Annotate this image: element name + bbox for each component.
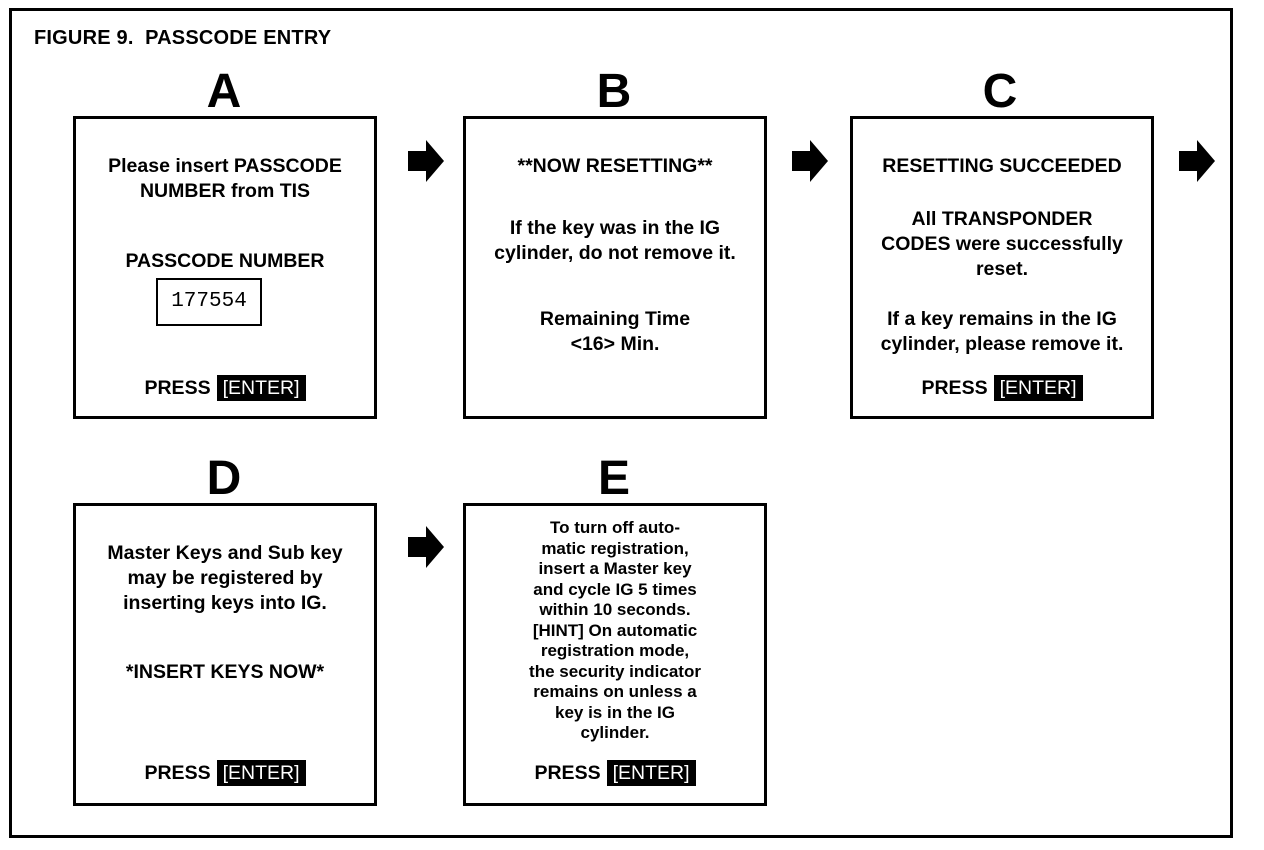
panel-e-line-6: [HINT] On automatic [532,620,698,640]
panel-e-line-8: the security indicator [529,661,701,681]
panel-c-press-label: PRESS [921,377,988,399]
right-arrow-icon [408,526,444,568]
panel-e-instructions: To turn off auto- matic registration, in… [466,518,764,744]
panel-d-letter: D [206,452,242,505]
panel-c-line-1: All TRANSPONDER [911,208,1093,230]
passcode-field: 177554 [156,278,262,326]
panel-b-line-2: cylinder, do not remove it. [494,242,736,264]
panel-c-heading: RESETTING SUCCEEDED [882,155,1122,177]
panel-d-enter-key: [ENTER] [216,760,306,786]
panel-b: **NOW RESETTING** If the key was in the … [463,116,767,419]
panel-d-line-2: may be registered by [127,567,323,589]
panel-c-line-5: cylinder, please remove it. [880,333,1124,355]
panel-e-press-label: PRESS [534,762,601,784]
panel-c-line-3: reset. [975,258,1029,280]
panel-d-press-label: PRESS [144,762,211,784]
panel-e-line-4: and cycle IG 5 times [533,579,697,599]
panel-e-line-11: cylinder. [580,723,650,742]
panel-d-line-1: Master Keys and Sub key [107,542,343,564]
panel-e-line-3: insert a Master key [538,559,692,578]
panel-c-letter: C [982,65,1018,118]
panel-e-line-1: To turn off auto- [550,518,680,537]
panel-a-press-row: PRESS[ENTER] [76,375,374,401]
panel-b-instructions: If the key was in the IG cylinder, do no… [466,216,764,266]
panel-b-line-1: If the key was in the IG [509,217,721,239]
panel-c: RESETTING SUCCEEDED All TRANSPONDER CODE… [850,116,1154,419]
right-arrow-icon [1179,140,1215,182]
panel-c-enter-key: [ENTER] [993,375,1083,401]
panel-d-instructions: Master Keys and Sub key may be registere… [76,541,374,616]
panel-b-remaining-time: Remaining Time <16> Min. [466,307,764,357]
panel-a-enter-key: [ENTER] [216,375,306,401]
right-arrow-icon [408,140,444,182]
panel-b-letter: B [596,65,632,118]
panel-e-line-7: registration mode, [540,641,690,660]
panel-e-enter-key: [ENTER] [606,760,696,786]
remaining-time-label: Remaining Time [539,308,691,330]
panel-c-line-2: CODES were successfully [881,233,1123,255]
panel-e-press-row: PRESS[ENTER] [466,760,764,786]
panel-e-letter: E [597,452,630,505]
panel-a: Please insert PASSCODE NUMBER from TIS P… [73,116,377,419]
right-arrow-icon [792,140,828,182]
figure-frame [9,8,1233,838]
remaining-time-value: <16> Min. [570,333,660,355]
panel-c-line-4: If a key remains in the IG [887,308,1117,330]
panel-b-heading: **NOW RESETTING** [517,155,713,177]
insert-keys-now: *INSERT KEYS NOW* [125,661,325,683]
panel-c-status: All TRANSPONDER CODES were successfully … [853,207,1151,282]
panel-e-line-5: within 10 seconds. [539,600,691,619]
panel-d-press-row: PRESS[ENTER] [76,760,374,786]
panel-e: To turn off auto- matic registration, in… [463,503,767,806]
panel-c-press-row: PRESS[ENTER] [853,375,1151,401]
panel-a-letter: A [206,65,242,118]
panel-c-remove-note: If a key remains in the IG cylinder, ple… [853,307,1151,357]
panel-a-press-label: PRESS [144,377,211,399]
panel-a-line-2: NUMBER from TIS [139,180,311,202]
panel-a-instructions: Please insert PASSCODE NUMBER from TIS [76,154,374,204]
panel-e-line-9: remains on unless a [533,682,697,701]
panel-e-line-10: key is in the IG [555,702,675,722]
panel-d: Master Keys and Sub key may be registere… [73,503,377,806]
panel-e-line-2: matic registration, [541,538,689,558]
passcode-label: PASSCODE NUMBER [125,250,325,272]
panel-d-line-3: inserting keys into IG. [123,592,327,614]
figure-title: FIGURE 9. PASSCODE ENTRY [34,27,332,49]
panel-a-line-1: Please insert PASSCODE [108,155,342,177]
